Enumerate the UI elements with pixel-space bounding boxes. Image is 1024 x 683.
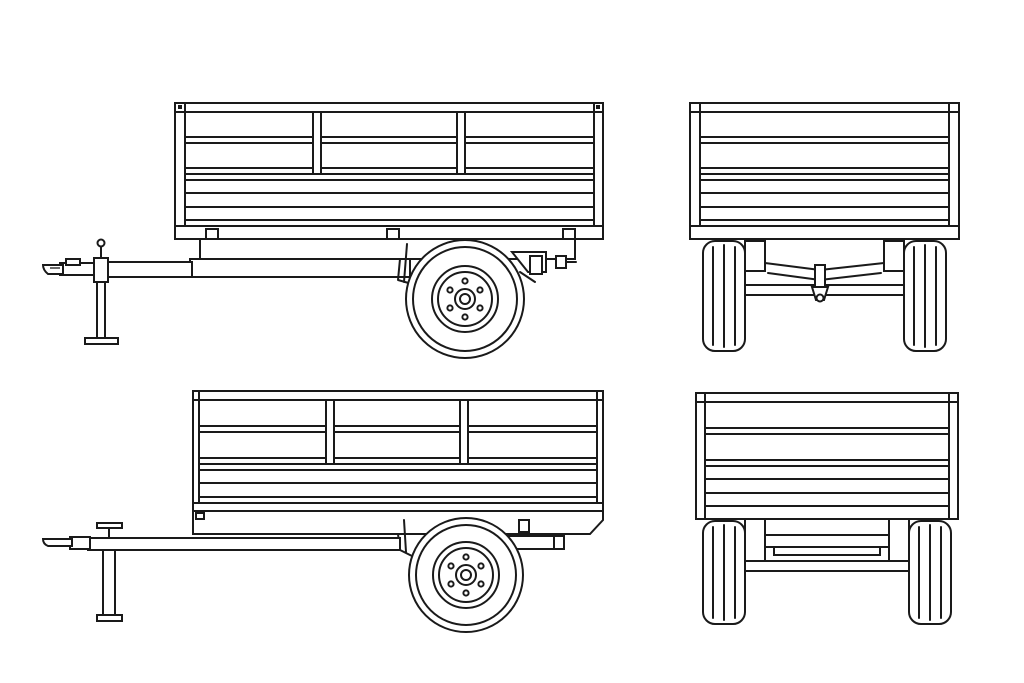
left-tyre <box>702 520 746 625</box>
right-tyre <box>903 240 947 352</box>
tow-bar <box>41 258 193 278</box>
suspension-arm <box>509 251 577 283</box>
upper-rails <box>184 136 595 175</box>
side-posts <box>325 399 469 465</box>
upper-rails <box>198 425 598 465</box>
hitch-coupler <box>65 258 81 266</box>
rear-view-raised-sides <box>689 102 960 352</box>
tow-bar <box>41 536 401 551</box>
cargo-box <box>192 390 604 512</box>
corner-bolts <box>178 105 600 109</box>
side-posts <box>312 111 466 175</box>
cargo-box <box>695 392 959 520</box>
axle-assembly <box>744 518 910 572</box>
jockey-jack <box>84 238 119 345</box>
frame <box>192 510 604 557</box>
lower-boards <box>198 469 598 498</box>
rear-view-lowered-sides <box>695 392 959 625</box>
left-tyre <box>702 240 746 352</box>
side-view-lowered-sides <box>41 390 604 633</box>
jockey-jack <box>96 522 123 622</box>
side-view-raised-sides <box>41 102 604 359</box>
wheel-bolts <box>447 553 485 597</box>
right-tyre <box>908 520 952 625</box>
axle-assembly <box>744 240 905 303</box>
wheel <box>405 239 525 359</box>
wheel <box>408 517 524 633</box>
cargo-box <box>689 102 960 240</box>
wheel-bolts <box>446 277 484 321</box>
lower-boards <box>184 179 595 221</box>
cargo-box <box>174 102 604 240</box>
